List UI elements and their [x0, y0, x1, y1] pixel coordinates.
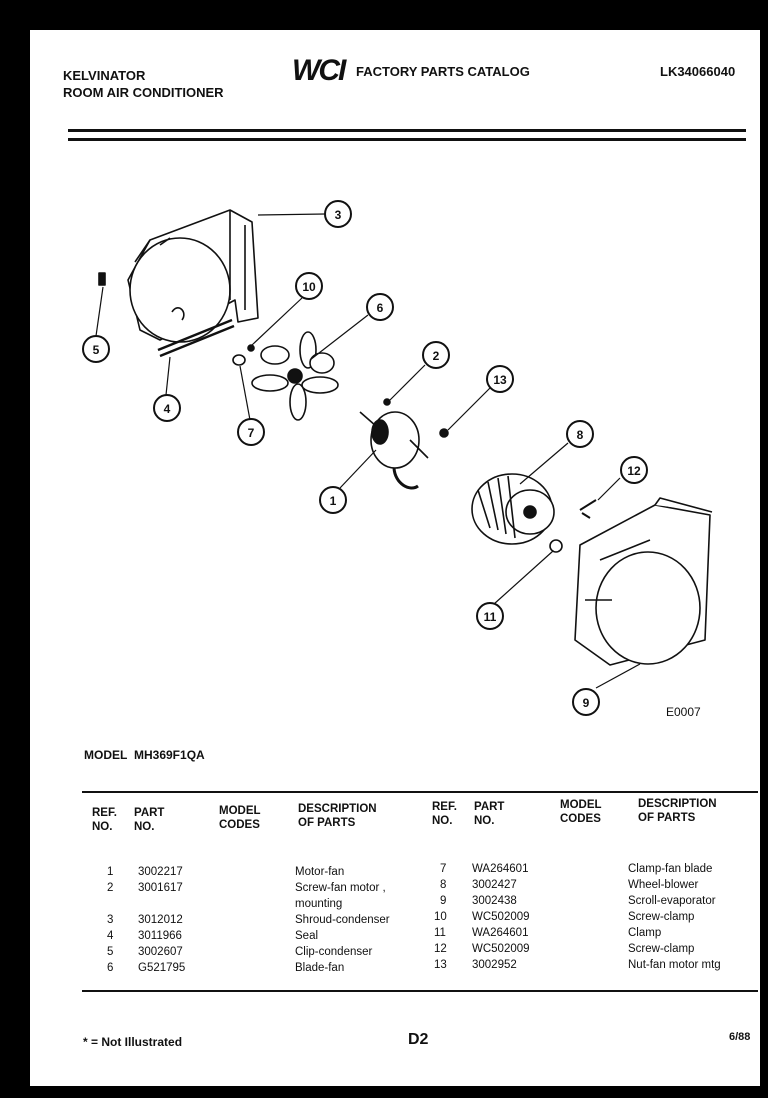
motor-fan-drawing — [359, 411, 429, 490]
leader-lines — [95, 213, 641, 689]
svg-text:8: 8 — [577, 428, 584, 442]
page-number: D2 — [408, 1031, 429, 1048]
svg-text:9: 9 — [583, 696, 590, 710]
header-rule-bottom — [68, 138, 746, 141]
screw-fan-motor-drawing — [383, 398, 391, 406]
header-rule-top — [68, 129, 746, 132]
col-header-desc-right: DESCRIPTION OF PARTS — [638, 798, 717, 824]
clamp-11-drawing — [549, 539, 563, 553]
callout-7: 7 — [237, 418, 265, 446]
callout-5: 5 — [82, 335, 110, 363]
callout-9: 9 — [572, 688, 600, 716]
callout-1: 1 — [319, 486, 347, 514]
clip-condenser-drawing — [98, 272, 106, 286]
callout-8: 8 — [566, 420, 594, 448]
svg-text:2: 2 — [433, 349, 440, 363]
col-header-desc-left: DESCRIPTION OF PARTS — [298, 803, 377, 829]
col-header-part-right: PART NO. — [474, 801, 505, 827]
callout-12: 12 — [620, 456, 648, 484]
svg-text:4: 4 — [164, 402, 171, 416]
svg-text:10: 10 — [302, 280, 316, 294]
shroud-condenser-drawing — [127, 209, 259, 343]
clamp-fan-blade-drawing — [232, 354, 246, 366]
svg-text:7: 7 — [248, 426, 255, 440]
not-illustrated-note: * = Not Illustrated — [83, 1035, 183, 1049]
model-number: MH369F1QA — [134, 748, 205, 762]
revision-date: 6/88 — [729, 1031, 751, 1043]
catalog-number: LK34066040 — [660, 64, 736, 79]
table-rule-bottom — [82, 990, 758, 992]
callout-13: 13 — [486, 365, 514, 393]
svg-text:1: 1 — [330, 494, 337, 508]
svg-text:11: 11 — [484, 610, 497, 624]
wci-logo: WCI — [292, 54, 346, 87]
svg-text:6: 6 — [377, 301, 384, 315]
table-rule-top — [82, 791, 758, 793]
screw-clamp-12-drawing — [579, 499, 597, 519]
svg-text:5: 5 — [93, 343, 100, 357]
svg-text:3: 3 — [335, 208, 342, 222]
blower-wheel-drawing — [471, 473, 555, 545]
brand-name: KELVINATOR — [63, 68, 146, 83]
svg-text:13: 13 — [493, 373, 507, 387]
col-header-codes-right: MODEL CODES — [560, 799, 602, 825]
scroll-evaporator-drawing — [574, 497, 713, 666]
col-header-part-left: PART NO. — [134, 807, 165, 833]
product-line: ROOM AIR CONDITIONER — [63, 85, 224, 100]
nut-fan-motor-drawing — [439, 428, 449, 438]
fan-blade-drawing — [251, 331, 339, 421]
drawing-code: E0007 — [666, 705, 701, 719]
seal-strip-drawing — [157, 318, 235, 358]
callout-6: 6 — [366, 293, 394, 321]
callout-10: 10 — [295, 272, 323, 300]
catalog-title: FACTORY PARTS CATALOG — [356, 64, 530, 79]
model-label: MODEL — [84, 748, 128, 762]
col-header-codes-left: MODEL CODES — [219, 805, 261, 831]
exploded-parts-diagram: 3 10 6 5 2 13 4 7 8 12 1 11 9 — [82, 200, 713, 716]
callout-4: 4 — [153, 394, 181, 422]
col-header-ref-right: REF. NO. — [432, 801, 457, 827]
callout-11: 11 — [476, 602, 504, 630]
svg-text:12: 12 — [627, 464, 641, 478]
callout-2: 2 — [422, 341, 450, 369]
callout-3: 3 — [324, 200, 352, 228]
screw-clamp-10-drawing — [247, 344, 255, 352]
col-header-ref-left: REF. NO. — [92, 807, 117, 833]
